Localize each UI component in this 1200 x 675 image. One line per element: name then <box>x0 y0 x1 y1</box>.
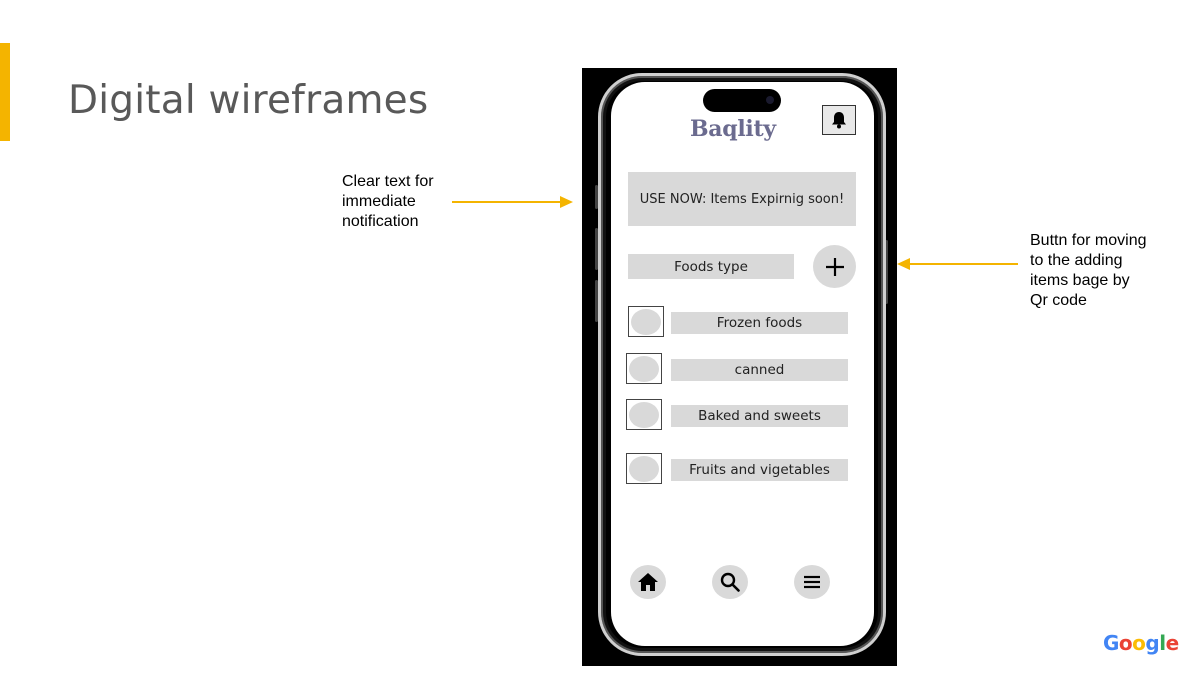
category-item-canned[interactable]: canned <box>626 353 848 387</box>
annotation-line: to the adding <box>1030 252 1123 269</box>
google-logo: Google <box>1103 631 1179 655</box>
logo-letter: g <box>1145 631 1160 655</box>
category-label: Fruits and vigetables <box>671 459 848 481</box>
annotation-notification: Clear text for immediate notification <box>342 172 452 232</box>
annotation-line: items bage by <box>1030 272 1130 289</box>
add-item-button[interactable] <box>813 245 856 288</box>
category-thumbnail <box>626 353 662 384</box>
annotation-line: Qr code <box>1030 292 1087 309</box>
category-item-baked-and-sweets[interactable]: Baked and sweets <box>626 399 848 433</box>
home-icon <box>638 573 658 591</box>
search-icon <box>720 572 740 592</box>
notification-button[interactable] <box>822 105 856 135</box>
category-item-frozen-foods[interactable]: Frozen foods <box>628 306 849 340</box>
nav-search-button[interactable] <box>712 565 748 599</box>
category-thumbnail <box>628 306 664 337</box>
category-label: Frozen foods <box>671 312 848 334</box>
bell-icon <box>832 112 846 129</box>
accent-bar <box>0 43 10 141</box>
phone-side-button <box>885 240 888 304</box>
camera-icon <box>766 96 774 104</box>
annotation-line: immediate <box>342 193 416 210</box>
logo-letter: o <box>1132 631 1146 655</box>
foods-type-heading: Foods type <box>628 254 794 279</box>
annotation-arrow-left <box>897 258 1018 270</box>
plus-icon <box>825 257 844 276</box>
slide-title: Digital wireframes <box>68 78 429 123</box>
logo-letter: l <box>1159 631 1166 655</box>
annotation-arrow-right <box>452 196 573 208</box>
logo-letter: e <box>1165 631 1180 655</box>
phone-side-button <box>595 280 598 322</box>
nav-home-button[interactable] <box>630 565 666 599</box>
category-thumbnail <box>626 399 662 430</box>
annotation-line: Buttn for moving <box>1030 232 1147 249</box>
app-logo: Baqlity <box>690 116 776 142</box>
menu-icon <box>804 575 820 589</box>
annotation-add-button: Buttn for moving to the adding items bag… <box>1030 231 1170 311</box>
annotation-line: Clear text for <box>342 173 434 190</box>
phone-frame <box>598 73 886 656</box>
phone-side-button <box>595 228 598 270</box>
logo-letter: o <box>1118 631 1133 655</box>
category-thumbnail <box>626 453 662 484</box>
category-label: canned <box>671 359 848 381</box>
category-item-fruits-and-vegetables[interactable]: Fruits and vigetables <box>626 453 848 487</box>
logo-letter: G <box>1103 631 1119 655</box>
expiring-items-banner[interactable]: USE NOW: Items Expirnig soon! <box>628 172 856 226</box>
category-label: Baked and sweets <box>671 405 848 427</box>
phone-side-button <box>595 185 598 209</box>
dynamic-island <box>703 89 781 112</box>
nav-menu-button[interactable] <box>794 565 830 599</box>
annotation-line: notification <box>342 213 419 230</box>
